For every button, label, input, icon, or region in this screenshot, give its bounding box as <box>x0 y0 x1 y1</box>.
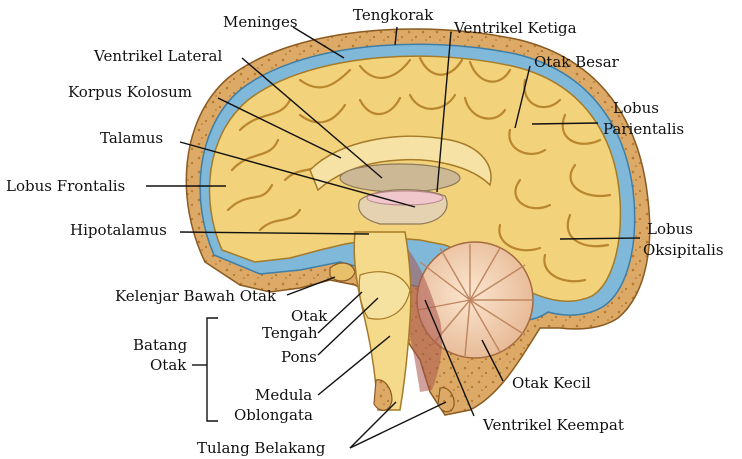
label-tengkorak: Tengkorak <box>353 6 434 24</box>
label-medula-oblongata-1: Medula <box>255 386 312 404</box>
label-pons: Pons <box>281 348 317 366</box>
label-lobus-oksipitalis-2: Oksipitalis <box>643 241 724 259</box>
label-kelenjar-bawah-otak: Kelenjar Bawah Otak <box>115 287 277 305</box>
label-lobus-frontalis: Lobus Frontalis <box>6 177 125 195</box>
third-ventricle <box>367 191 443 205</box>
lateral-ventricle <box>340 164 460 192</box>
label-otak-kecil: Otak Kecil <box>512 374 591 392</box>
label-batang-otak-1: Batang <box>133 336 188 354</box>
label-otak-besar: Otak Besar <box>534 53 620 71</box>
label-ventrikel-lateral: Ventrikel Lateral <box>93 47 222 65</box>
label-batang-otak-2: Otak <box>150 356 187 374</box>
pituitary-shape <box>330 263 355 281</box>
label-hipotalamus: Hipotalamus <box>70 221 167 239</box>
label-korpus-kolosum: Korpus Kolosum <box>68 83 192 101</box>
label-ventrikel-ketiga: Ventrikel Ketiga <box>453 19 577 37</box>
label-lobus-parientalis-1: Lobus <box>613 99 659 117</box>
label-otak-tengah-1: Otak <box>291 307 328 325</box>
label-otak-tengah-2: Tengah <box>262 324 318 342</box>
label-ventrikel-keempat: Ventrikel Keempat <box>482 416 624 434</box>
label-lobus-parientalis-2: Parientalis <box>603 120 684 138</box>
label-talamus: Talamus <box>100 129 163 147</box>
label-tulang-belakang: Tulang Belakang <box>197 439 326 457</box>
label-lobus-oksipitalis-1: Lobus <box>647 220 693 238</box>
label-meninges: Meninges <box>223 13 298 31</box>
label-medula-oblongata-2: Oblongata <box>234 406 313 424</box>
